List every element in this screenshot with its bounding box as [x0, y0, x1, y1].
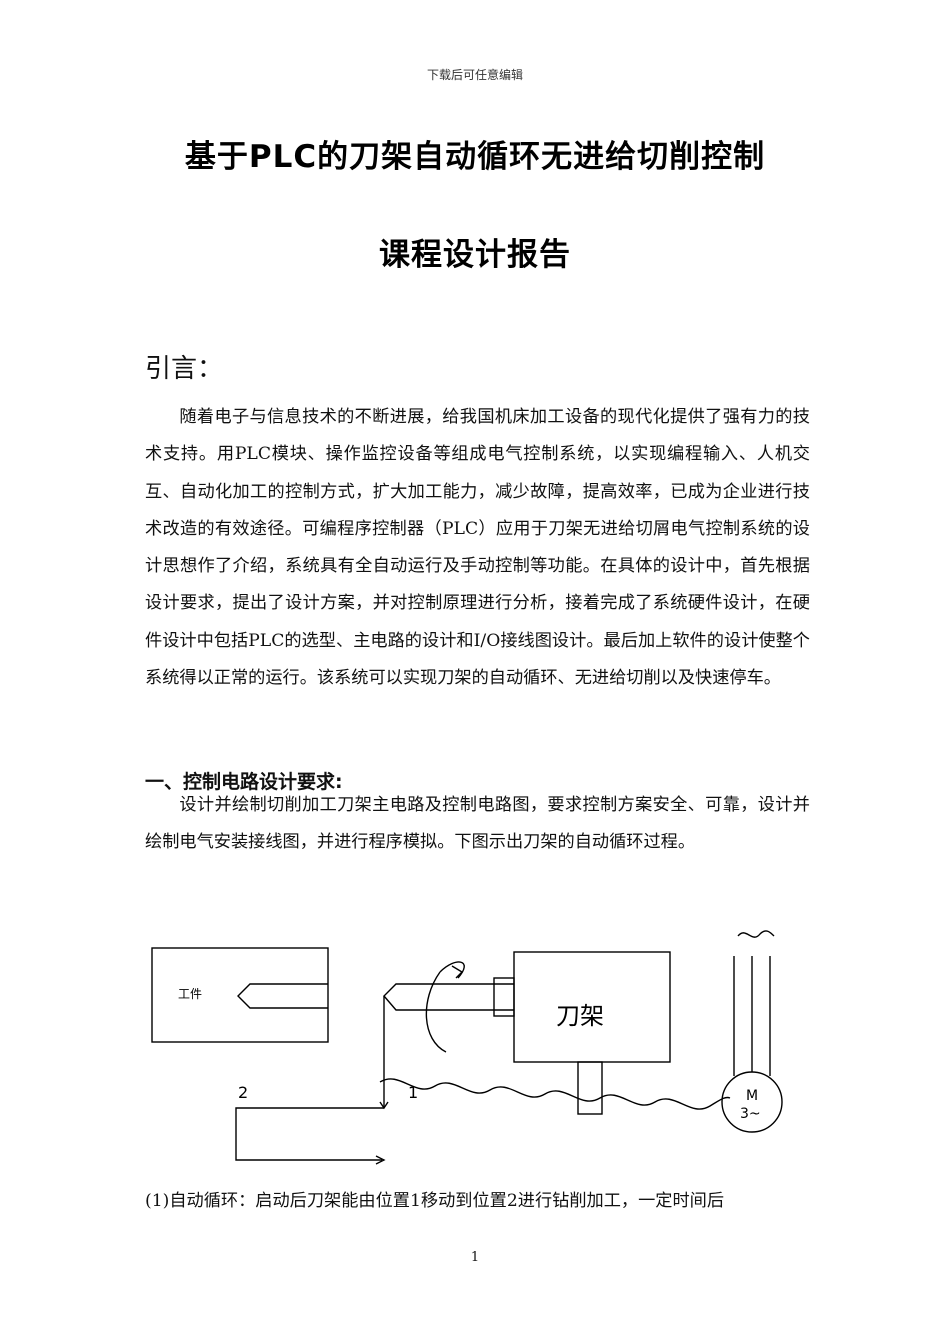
requirements-paragraph: 设计并绘制切削加工刀架主电路及控制电路图，要求控制方案安全、可靠，设计并绘制电气… [145, 795, 810, 852]
workpiece-box [151, 947, 329, 1043]
supply-symbol [737, 930, 775, 938]
workpiece-label: 工件 [178, 987, 202, 1001]
position-1-label: 1 [408, 1083, 418, 1102]
header-note: 下载后可任意编辑 [426, 68, 523, 82]
path-return [235, 1107, 384, 1161]
motor-label-top: M [746, 1088, 758, 1104]
spindle-collar [493, 977, 515, 1017]
page-number: 1 [470, 1250, 480, 1265]
workpiece-hole [237, 983, 328, 1009]
drive-screw [379, 1078, 731, 1110]
slide-column [577, 1061, 603, 1115]
tool-cycle-diagram: 工件 刀架 1 2 M 3~ [151, 930, 783, 1165]
rotation-arrow [425, 971, 447, 1053]
tool-holder-label: 刀架 [556, 1002, 604, 1030]
section-heading-requirements: 一、控制电路设计要求: [145, 771, 343, 793]
document-title-line1: 基于PLC的刀架自动循环无进给切削控制 [184, 139, 766, 175]
position-2-label: 2 [238, 1083, 248, 1102]
intro-paragraph: 随着电子与信息技术的不断进展，给我国机床加工设备的现代化提供了强有力的技术支持。… [145, 407, 810, 689]
intro-heading: 引言： [145, 354, 224, 384]
document-title-line2: 课程设计报告 [379, 237, 571, 273]
auto-cycle-text: (1)自动循环：启动后刀架能由位置1移动到位置2进行钻削加工，一定时间后 [145, 1191, 725, 1211]
motor-label-bottom: 3~ [740, 1106, 761, 1122]
